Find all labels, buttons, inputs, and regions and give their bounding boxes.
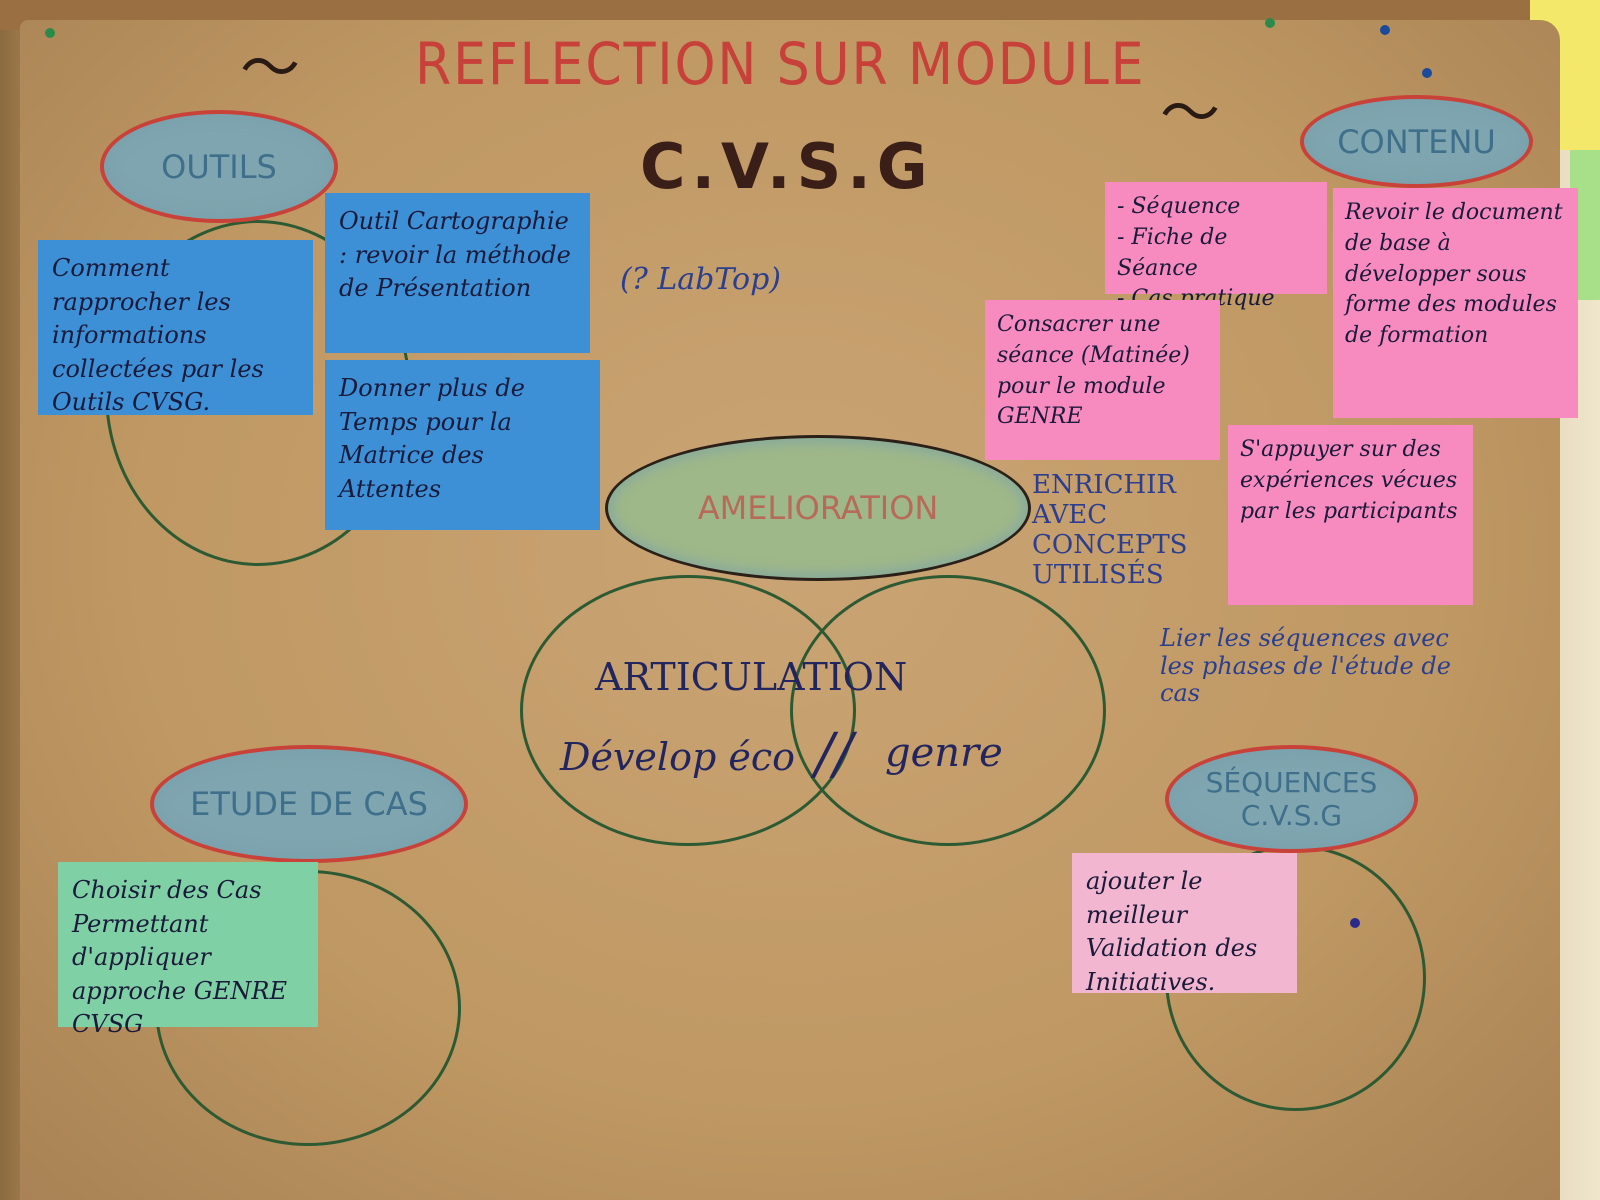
enrichir-note: ENRICHIR AVEC CONCEPTS UTILISÉS (1032, 470, 1188, 590)
squiggle-decoration-icon: 〜 (1160, 79, 1220, 149)
articulation-circle-right (790, 575, 1106, 846)
note-outils-1: Comment rapprocher les informations coll… (38, 240, 313, 416)
pin-icon (45, 28, 55, 38)
genre-label: genre (885, 730, 1003, 776)
note-outils-2: Outil Cartographie : revoir la méthode d… (325, 193, 590, 353)
note-contenu-2: Revoir le document de base à développer … (1333, 188, 1578, 418)
cloud-etude-de-cas: ETUDE DE CAS (150, 745, 468, 863)
note-outils-3: Donner plus de Temps pour la Matrice des… (325, 360, 600, 530)
labtop-note: (? LabTop) (620, 262, 781, 297)
poster-subtitle: C.V.S.G (640, 130, 934, 203)
squiggle-decoration-icon: 〜 (240, 34, 300, 104)
pin-icon (1380, 25, 1390, 35)
note-contenu-3: Consacrer une séance (Matinée) pour le m… (985, 300, 1220, 460)
poster-title: REFLECTION SUR MODULE (415, 30, 1146, 98)
note-etude-1: Choisir des Cas Permettant d'appliquer a… (58, 862, 318, 1038)
cloud-sequences: SÉQUENCES C.V.S.G (1165, 745, 1418, 853)
articulation-label: ARTICULATION (595, 655, 908, 699)
cloud-outils: OUTILS (100, 110, 338, 223)
pin-icon (1422, 68, 1432, 78)
separator-mark: // (815, 722, 853, 787)
developpement-label: Dévelop éco (560, 735, 795, 779)
lier-sequences-note: Lier les séquences avec les phases de l'… (1160, 624, 1451, 708)
note-contenu-1: - Séquence - Fiche de Séance - Cas prati… (1105, 182, 1327, 311)
cloud-amelioration: AMELIORATION (605, 435, 1031, 581)
cloud-contenu: CONTENU (1300, 95, 1533, 188)
note-sequences-1: ajouter le meilleur Validation des Initi… (1072, 853, 1297, 996)
note-contenu-4: S'appuyer sur des expériences vécues par… (1228, 425, 1473, 605)
pin-icon (1265, 18, 1275, 28)
